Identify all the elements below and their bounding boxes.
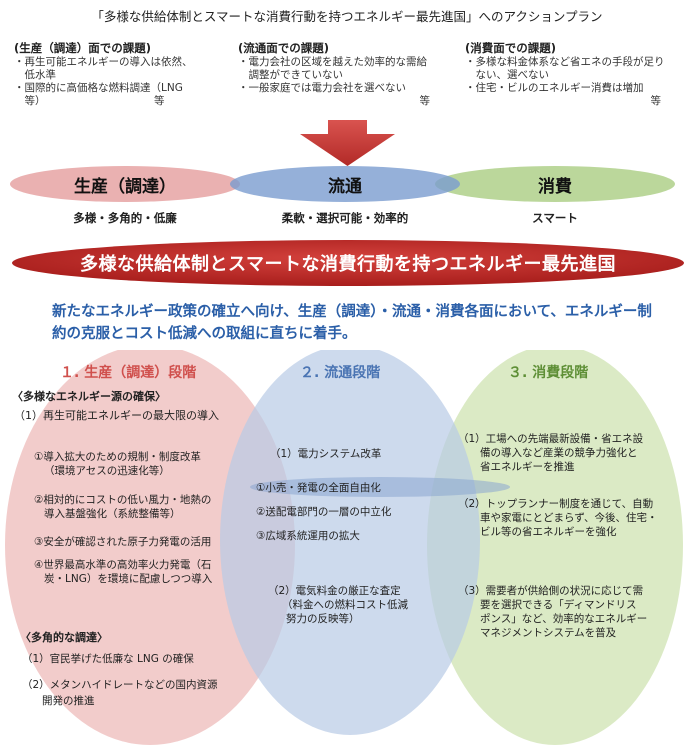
issue-tail: 等 — [650, 95, 662, 107]
consumption-stage-ellipse — [427, 350, 683, 745]
issue-line: 調整ができていない — [238, 69, 343, 81]
stage-heading-consumption: ３. 消費段階 — [508, 365, 589, 381]
production-sub-item: ①導入拡大のための規制・制度改革 （環境アセスの迅速化等） — [34, 451, 201, 477]
distribution-issues: (流通面での課題) ・電力会社の区域を越えた効率的な需給 調整ができていない ・… — [238, 40, 448, 108]
goal-banner-text: 多様な供給体制とスマートな消費行動を持つエネルギー最先進国 — [80, 254, 616, 275]
pillar-sub-production: 多様・多角的・低廉 — [73, 211, 177, 225]
distribution-oval — [230, 166, 460, 202]
issue-tail: 等 — [154, 95, 165, 107]
issue-line: ・再生可能エネルギーの導入は依然、 — [14, 56, 193, 68]
issue-tail: 等 — [419, 95, 431, 107]
production-oval — [10, 166, 240, 202]
production-procurement-item: （2）メタンハイドレートなどの国内資源 — [22, 679, 218, 691]
issue-line: ・多様な料金体系など省エネの手段が足り — [465, 56, 665, 68]
production-issues: (生産（調達）面での課題) ・再生可能エネルギーの導入は依然、 低水準 ・国際的… — [14, 40, 239, 108]
pillar-label-consumption: 消費 — [538, 177, 572, 197]
distribution-stage-ellipse — [220, 350, 480, 735]
distribution-sub-item: ①小売・発電の全面自由化 — [256, 482, 381, 494]
issue-line: 低水準 — [14, 69, 56, 81]
issue-line: ・電力会社の区域を越えた効率的な需給 — [238, 56, 427, 68]
pillar-sub-distribution: 柔軟・選択可能・効率的 — [281, 211, 409, 225]
issue-heading: (生産（調達）面での課題) — [14, 41, 152, 55]
pillar-ovals — [10, 166, 675, 202]
issue-line: ・住宅・ビルのエネルギー消費は増加 — [465, 82, 644, 94]
page-title: 「多様な供給体制とスマートな消費行動を持つエネルギー最先進国」へのアクションプラ… — [91, 9, 603, 24]
connector-ellipse — [250, 477, 510, 497]
production-section-procurement: 〈多角的な調達〉 — [20, 631, 108, 644]
distribution-item-power-reform: （1）電力システム改革 — [270, 448, 382, 460]
distribution-sub-item: ②送配電部門の一層の中立化 — [256, 506, 392, 518]
issue-line: ・国際的に高価格な燃料調達（LNG — [14, 82, 183, 94]
consumption-item: （2）トップランナー制度を通じて、自動 車や家電にとどまらず、今後、住宅・ ビル… — [458, 498, 658, 538]
distribution-sub-item: ③広域系統運用の拡大 — [256, 530, 360, 542]
production-stage-ellipse — [5, 350, 295, 745]
pillar-label-production: 生産（調達） — [74, 177, 176, 197]
stage-ellipses — [5, 350, 683, 745]
pillar-sub-consumption: スマート — [532, 211, 578, 225]
consumption-issues: (消費面での課題) ・多様な料金体系など省エネの手段が足り ない、選べない ・住… — [465, 40, 687, 108]
stage-heading-distribution: ２. 流通段階 — [300, 365, 381, 381]
stage-heading-production: １. 生産（調達）段階 — [60, 365, 197, 381]
production-section-diversity: 〈多様なエネルギー源の確保〉 — [12, 390, 166, 403]
consumption-item: （1）工場への先端最新設備・省エネ設 備の導入など産業の競争力強化と 省エネルギ… — [458, 433, 644, 473]
down-arrow-icon — [300, 120, 395, 166]
issue-line: ない、選べない — [465, 69, 549, 81]
consumption-oval — [435, 166, 675, 202]
consumption-item: （3）需要者が供給側の状況に応じて需 要を選択できる「ディマンドリス ポンス」な… — [458, 585, 648, 639]
production-item-renewables: （1）再生可能エネルギーの最大限の導入 — [14, 409, 219, 422]
production-sub-item: ④世界最高水準の高効率火力発電（石 炭・LNG）を環境に配慮しつつ導入 — [34, 559, 213, 585]
distribution-item-tariff: （2）電気料金の厳正な査定 （料金への燃料コスト低減 努力の反映等） — [268, 585, 408, 625]
production-sub-item: ③安全が確認された原子力発電の活用 — [34, 536, 212, 548]
issue-line: 等） 等 — [14, 95, 165, 107]
pillar-label-distribution: 流通 — [328, 177, 362, 197]
issue-heading: (流通面での課題) — [238, 41, 330, 55]
summary-text: 新たなエネルギー政策の確立へ向け、生産（調達）・流通・消費各面において、エネルギ… — [52, 304, 652, 342]
production-procurement-item: （1）官民挙げた低廉な LNG の確保 — [22, 653, 194, 665]
production-sub-item: ②相対的にコストの低い風力・地熱の 導入基盤強化（系統整備等） — [34, 494, 212, 520]
goal-banner: 多様な供給体制とスマートな消費行動を持つエネルギー最先進国 — [12, 240, 684, 286]
production-procurement-item: 開発の推進 — [42, 695, 95, 707]
issue-line: ・一般家庭では電力会社を選べない — [238, 82, 406, 94]
issue-heading: (消費面での課題) — [465, 41, 557, 55]
